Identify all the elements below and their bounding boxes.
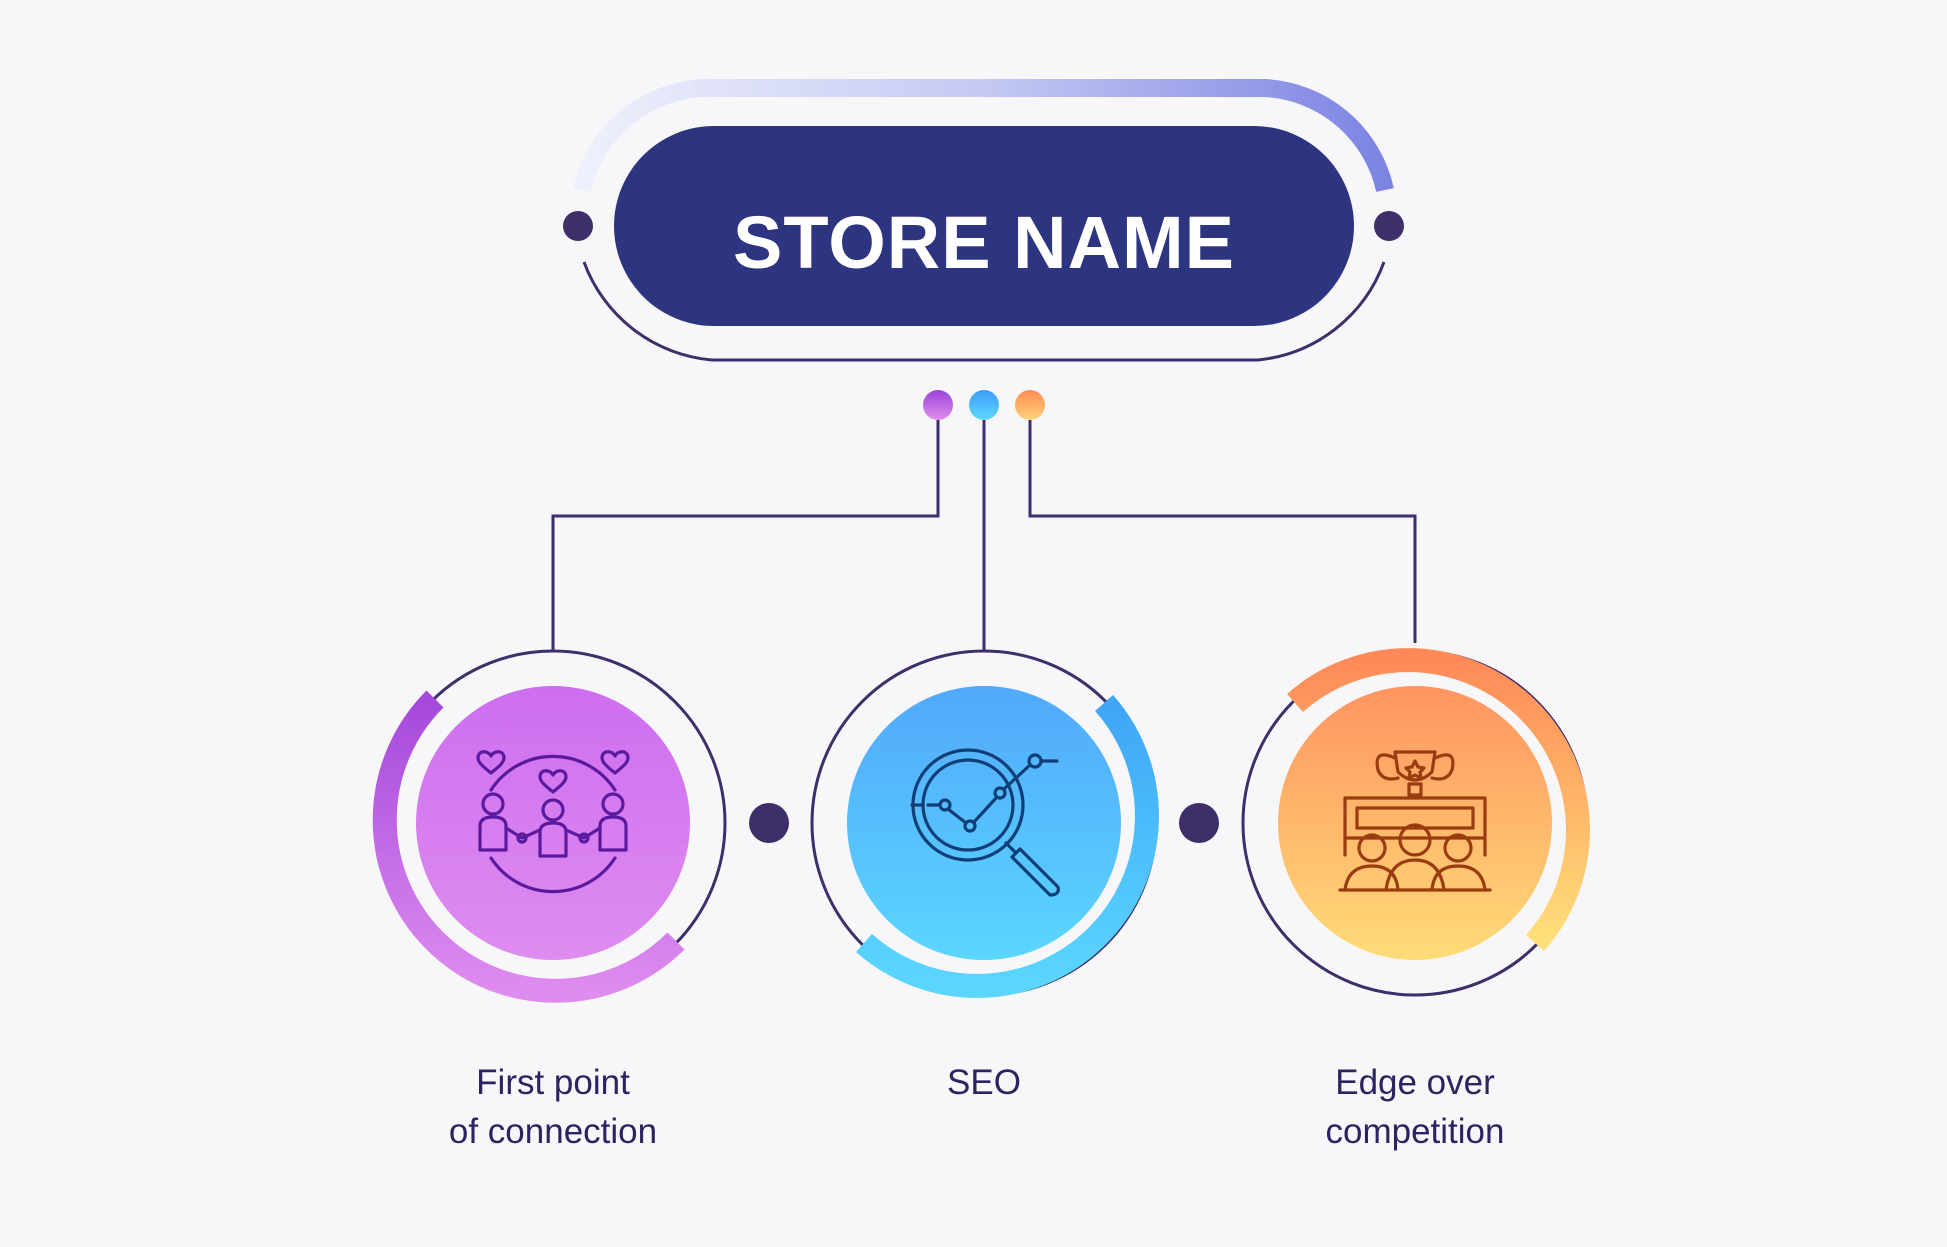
header-right-dot [1374,211,1404,241]
node-accent-arc [1287,648,1590,951]
between-dot-left [749,803,789,843]
connector-dot-purple [923,390,953,420]
connector-dot-orange [1015,390,1045,420]
node-label-line: of connection [448,1112,658,1151]
node-label-line: SEO [947,1063,1021,1102]
node-accent-arc [856,695,1159,998]
node-label-line: competition [1325,1112,1505,1151]
node-label-first-point: First point of connection [373,1058,733,1156]
between-dot-right [1179,803,1219,843]
header-top-arc [573,78,1394,193]
node-fill-circle [847,686,1121,960]
node-label-line: First point [476,1063,630,1102]
store-name-title: STORE NAME [732,200,1236,284]
node-label-seo: SEO [804,1058,1164,1107]
header-bottom-arc [582,261,1386,362]
node-label-edge-over-competition: Edge over competition [1235,1058,1595,1156]
header-left-dot [563,211,593,241]
connection-people-icon [476,750,630,894]
node-label-line: Edge over [1335,1063,1495,1102]
connector-dot-blue [969,390,999,420]
header-pill [614,126,1354,326]
node-first-point-of-connection [372,649,727,1003]
node-seo [810,649,1159,998]
node-edge-over-competition [1241,648,1590,997]
connector-line-left [551,420,940,651]
node-fill-circle [1278,686,1552,960]
node-accent-arc [372,690,685,1003]
seo-magnifier-chart-icon [910,748,1060,897]
connector-line-right [1028,420,1417,643]
trophy-podium-icon [1338,750,1492,892]
